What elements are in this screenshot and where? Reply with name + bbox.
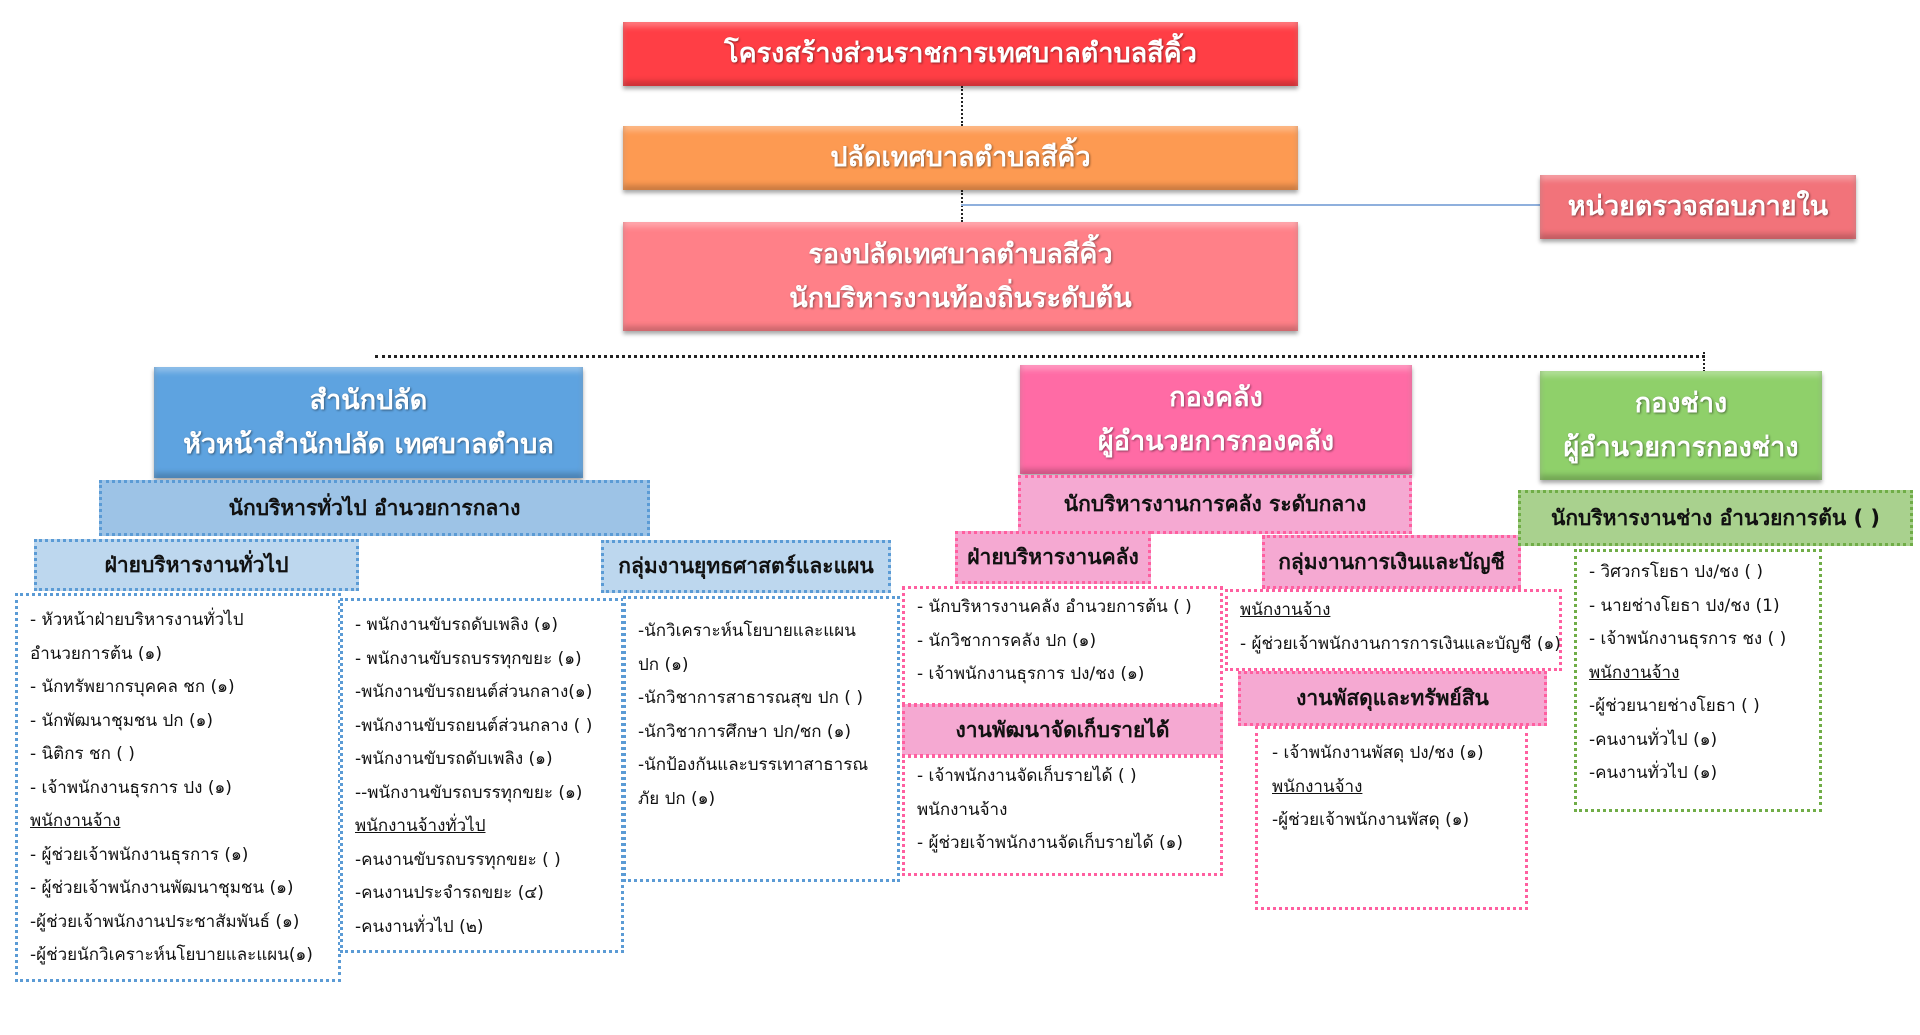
supplies-label: งานพัสดุและทรัพย์สิน (1296, 686, 1489, 710)
finance-head: ผู้อำนวยการกองคลัง (1097, 425, 1335, 457)
list-item: พนักงานจ้าง (917, 799, 1008, 820)
list-item: - เจ้าพนักงานจัดเก็บรายได้ ( ) (917, 766, 1137, 786)
accounting-staff-list: พนักงานจ้าง - ผู้ช่วยเจ้าพนักงานการการเงิ… (1225, 589, 1562, 671)
engineering-sub-label: นักบริหารงานช่าง อำนวยการต้น ( ) (1550, 505, 1881, 530)
list-heading: พนักงานจ้าง (1272, 776, 1363, 797)
engineering-box: กองช่างผู้อำนวยการกองช่าง (1540, 371, 1822, 480)
office-section-box: ฝ่ายบริหารงานทั่วไป (34, 539, 359, 591)
list-item: - นายช่างโยธา ปง/ชง (1) (1589, 595, 1780, 616)
list-item: - ผู้ช่วยเจ้าพนักงานพัฒนาชุมชน (๑) (30, 878, 294, 898)
accounting-group-box: กลุ่มงานการเงินและบัญชี (1262, 535, 1521, 589)
accounting-group-label: กลุ่มงานการเงินและบัญชี (1278, 549, 1505, 574)
list-item: - หัวหน้าฝ่ายบริหารงานทั่วไป (30, 610, 244, 630)
list-item: - พนักงานขับรถดับเพลิง (๑) (355, 615, 558, 635)
connector-line (1703, 352, 1705, 372)
list-item: -ผู้ช่วยนักวิเคราะห์นโยบายและแผน(๑) (30, 945, 313, 965)
finance-title: กองคลัง (1169, 382, 1263, 414)
office-title: สำนักปลัด (309, 385, 428, 417)
office-staff-list-1: - หัวหน้าฝ่ายบริหารงานทั่วไปอำนวยการต้น … (15, 593, 341, 982)
office-head: หัวหน้าสำนักปลัด เทศบาลตำบล (183, 428, 554, 460)
list-item: - เจ้าพนักงานธุรการ ปง (๑) (30, 777, 232, 798)
list-item: -พนักงานขับรถยนต์ส่วนกลาง ( ) (355, 715, 593, 736)
list-item: -นักป้องกันและบรรเทาสาธารณ (638, 755, 869, 775)
list-item: - นักบริหารงานคลัง อำนวยการต้น ( ) (917, 597, 1192, 617)
list-item: -คนงานทั่วไป (๑) (1589, 729, 1718, 750)
engineering-sub-box: นักบริหารงานช่าง อำนวยการต้น ( ) (1518, 490, 1913, 546)
list-item: -ผู้ช่วยเจ้าพนักงานประชาสัมพันธ์ (๑) (30, 911, 300, 932)
list-item: -นักวิชาการศึกษา ปก/ชก (๑) (638, 721, 851, 742)
supplies-box: งานพัสดุและทรัพย์สิน (1238, 671, 1547, 726)
vice-title: รองปลัดเทศบาลตำบลสีคิ้ว (808, 239, 1113, 271)
list-item: --พนักงานขับรถบรรทุกขยะ (๑) (355, 782, 583, 803)
engineering-title: กองช่าง (1634, 388, 1728, 420)
strategy-box: กลุ่มงานยุทธศาสตร์และแผน (601, 540, 891, 593)
connector-line (961, 190, 963, 222)
list-item: - ผู้ช่วยเจ้าพนักงานการการเงินและบัญชี (… (1240, 633, 1561, 654)
list-heading: พนักงานจ้าง (1240, 600, 1331, 620)
list-item: -คนงานทั่วไป (๒) (355, 916, 484, 937)
list-item: -ผู้ช่วยนายช่างโยธา ( ) (1589, 696, 1760, 716)
list-item: - ผู้ช่วยเจ้าพนักงานจัดเก็บรายได้ (๑) (917, 833, 1184, 853)
office-sub-label: นักบริหารทั่วไป อำนวยการกลาง (228, 495, 521, 520)
supplies-staff-list: - เจ้าพนักงานพัสดุ ปง/ชง (๑) พนักงานจ้าง -… (1255, 726, 1528, 910)
list-item: - นิติกร ชก ( ) (30, 744, 135, 764)
audit-connector-line (961, 204, 1541, 206)
list-item: -คนงานทั่วไป (๑) (1589, 763, 1718, 783)
finance-box: กองคลังผู้อำนวยการกองคลัง (1020, 365, 1412, 474)
strategy-staff-list: -นักวิเคราะห์นโยบายและแผนปก (๑) -นักวิชาก… (623, 596, 900, 882)
vice-box: รองปลัดเทศบาลตำบลสีคิ้วนักบริหารงานท้องถ… (623, 222, 1298, 331)
revenue-staff-list: - เจ้าพนักงานจัดเก็บรายได้ ( ) พนักงานจ้า… (902, 755, 1223, 876)
audit-label: หน่วยตรวจสอบภายใน (1567, 191, 1829, 223)
list-item: อำนวยการต้น (๑) (30, 643, 162, 664)
list-item: -พนักงานขับรถดับเพลิง (๑) (355, 749, 553, 769)
revenue-label: งานพัฒนาจัดเก็บรายได้ (955, 718, 1170, 742)
finance-sub-label: นักบริหารงานการคลัง ระดับกลาง (1063, 492, 1367, 516)
list-item: -คนงานประจำรถขยะ (๔) (355, 883, 544, 903)
list-item: - นักวิชาการคลัง ปก (๑) (917, 630, 1097, 651)
chart-title: โครงสร้างส่วนราชการเทศบาลตำบลสีคิ้ว (724, 38, 1197, 70)
list-item: -นักวิชาการสาธารณสุข ปก ( ) (638, 688, 863, 708)
list-heading: พนักงานจ้าง (30, 811, 121, 831)
vice-subtitle: นักบริหารงานท้องถิ่นระดับต้น (789, 282, 1132, 314)
engineering-head: ผู้อำนวยการกองช่าง (1563, 431, 1799, 463)
office-section-label: ฝ่ายบริหารงานทั่วไป (104, 552, 289, 577)
list-heading: พนักงานจ้างทั่วไป (355, 816, 486, 836)
list-item: -พนักงานขับรถยนต์ส่วนกลาง(๑) (355, 682, 593, 702)
list-item: - เจ้าพนักงานพัสดุ ปง/ชง (๑) (1272, 743, 1484, 763)
list-item: - นักทรัพยากรบุคคล ชก (๑) (30, 677, 235, 697)
list-item: -คนงานขับรถบรรทุกขยะ ( ) (355, 849, 561, 870)
office-box: สำนักปลัดหัวหน้าสำนักปลัด เทศบาลตำบล (154, 367, 583, 478)
list-heading: พนักงานจ้าง (1589, 662, 1680, 683)
revenue-box: งานพัฒนาจัดเก็บรายได้ (902, 704, 1223, 757)
chart-title-box: โครงสร้างส่วนราชการเทศบาลตำบลสีคิ้ว (623, 22, 1298, 86)
finance-staff-list: - นักบริหารงานคลัง อำนวยการต้น ( ) - นักว… (902, 586, 1223, 706)
list-item: ปก (๑) (638, 654, 689, 675)
deputy-box: ปลัดเทศบาลตำบลสีคิ้ว (623, 126, 1298, 190)
finance-section-label: ฝ่ายบริหารงานคลัง (967, 545, 1139, 569)
audit-box: หน่วยตรวจสอบภายใน (1540, 175, 1856, 239)
list-item: - นักพัฒนาชุมชน ปก (๑) (30, 710, 214, 731)
list-item: - ผู้ช่วยเจ้าพนักงานธุรการ (๑) (30, 844, 249, 865)
finance-sub-box: นักบริหารงานการคลัง ระดับกลาง (1018, 475, 1412, 534)
finance-section-box: ฝ่ายบริหารงานคลัง (955, 531, 1151, 584)
list-item: - วิศวกรโยธา ปง/ชง ( ) (1589, 562, 1763, 582)
departments-connector-line (375, 355, 1705, 358)
list-item: ภัย ปก (๑) (638, 788, 716, 809)
connector-line (961, 86, 963, 126)
list-item: - พนักงานขับรถบรรทุกขยะ (๑) (355, 648, 582, 669)
list-item: - เจ้าพนักงานธุรการ ชง ( ) (1589, 629, 1787, 649)
deputy-label: ปลัดเทศบาลตำบลสีคิ้ว (830, 142, 1091, 174)
strategy-label: กลุ่มงานยุทธศาสตร์และแผน (618, 554, 874, 578)
list-item: - เจ้าพนักงานธุรการ ปง/ชง (๑) (917, 664, 1145, 684)
list-item: -ผู้ช่วยเจ้าพนักงานพัสดุ (๑) (1272, 810, 1470, 830)
office-sub-box: นักบริหารทั่วไป อำนวยการกลาง (99, 480, 650, 536)
list-item: -นักวิเคราะห์นโยบายและแผน (638, 621, 856, 641)
office-staff-list-2: - พนักงานขับรถดับเพลิง (๑) - พนักงานขับรถ… (340, 598, 624, 953)
engineering-staff-list: - วิศวกรโยธา ปง/ชง ( ) - นายช่างโยธา ปง/ช… (1574, 549, 1822, 812)
